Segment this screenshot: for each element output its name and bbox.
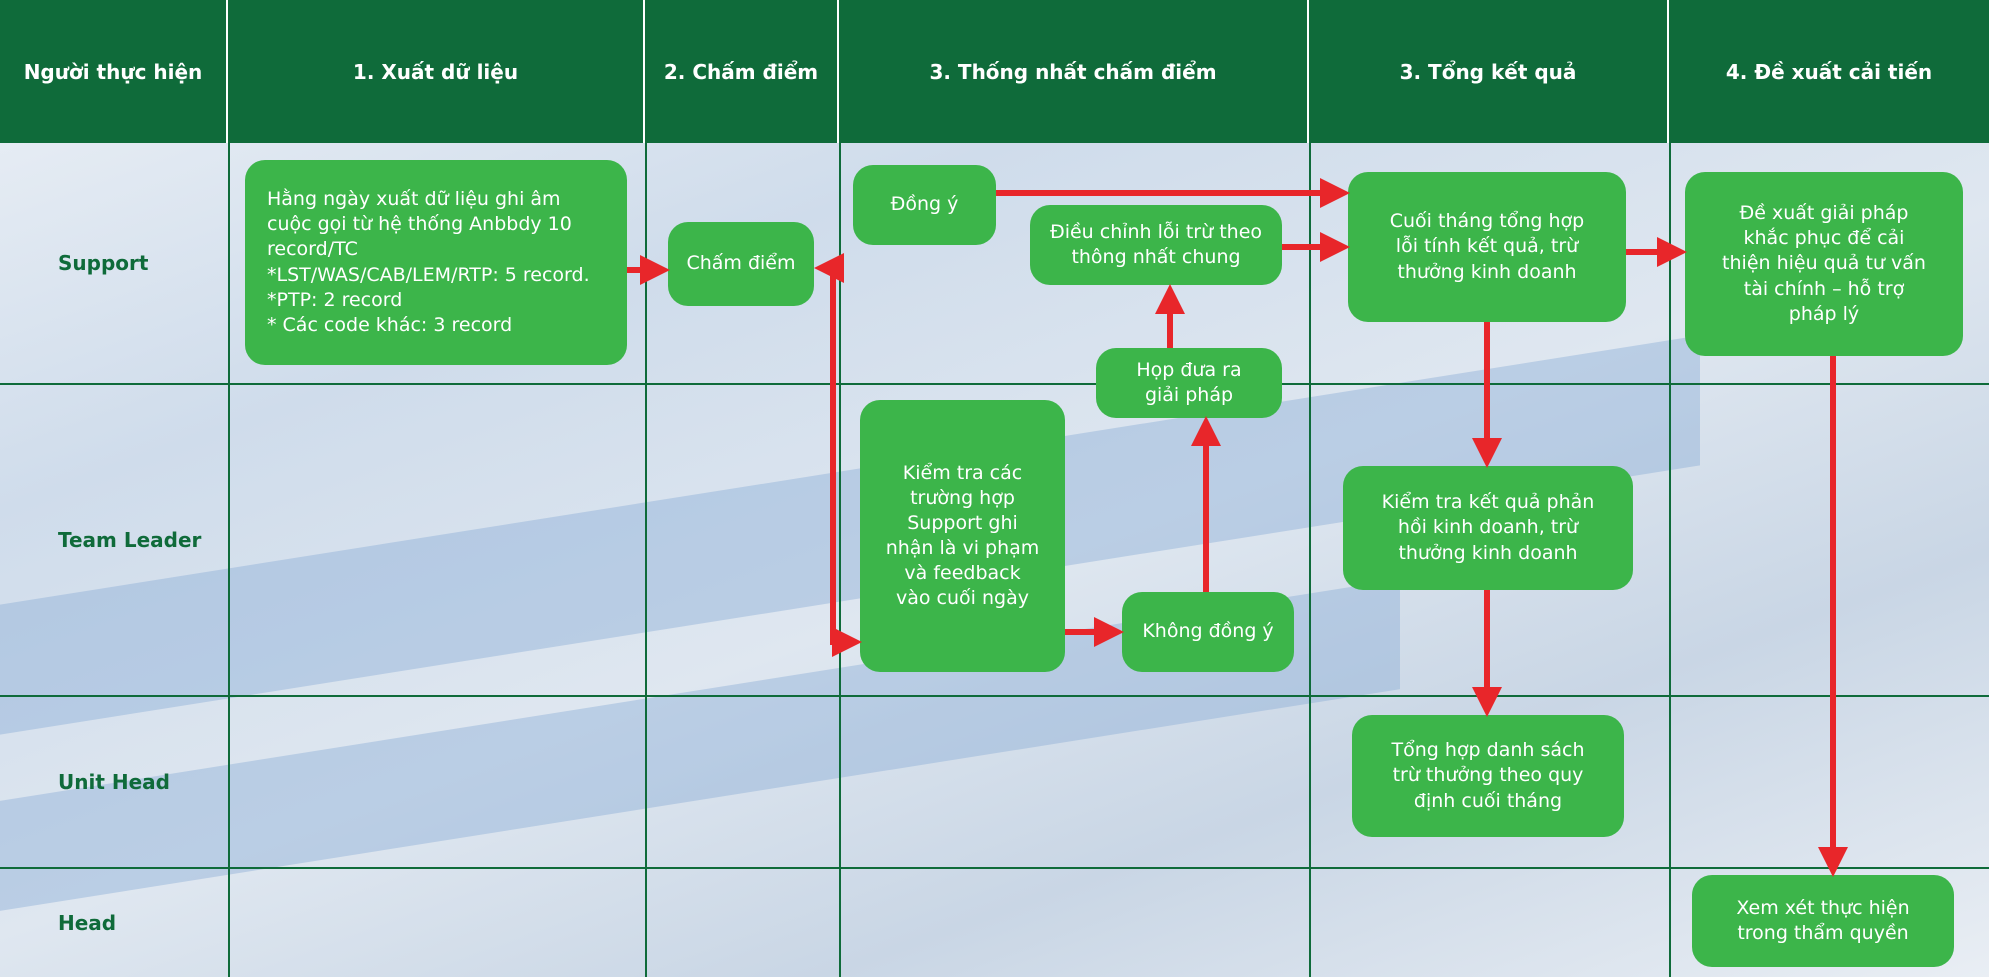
- row-divider: [0, 383, 1989, 385]
- box-adjust-errors: Điều chỉnh lỗi trừ theo thông nhất chung: [1030, 205, 1282, 285]
- column-divider: [1669, 143, 1671, 977]
- box-agree: Đồng ý: [853, 165, 996, 245]
- box-meeting-solution: Họp đưa ra giải pháp: [1096, 348, 1282, 418]
- column-divider: [645, 143, 647, 977]
- box-export-data: Hằng ngày xuất dữ liệu ghi âm cuộc gọi t…: [245, 160, 627, 365]
- header-role-column: Người thực hiện: [0, 0, 228, 143]
- header-step-2: 2. Chấm điểm: [645, 0, 839, 143]
- box-review-authority: Xem xét thực hiện trong thẩm quyền: [1692, 875, 1954, 967]
- column-divider: [1309, 143, 1311, 977]
- box-export-data-text: Hằng ngày xuất dữ liệu ghi âm cuộc gọi t…: [267, 188, 590, 336]
- row-label-team-leader: Team Leader: [58, 528, 202, 552]
- box-check-cases: Kiểm tra các trường hợp Support ghi nhận…: [860, 400, 1065, 672]
- row-label-unit-head: Unit Head: [58, 770, 170, 794]
- box-disagree: Không đồng ý: [1122, 592, 1294, 672]
- box-scoring: Chấm điểm: [668, 222, 814, 306]
- header-step-3b: 3. Tổng kết quả: [1309, 0, 1669, 143]
- header-step-3: 3. Thống nhất chấm điểm: [839, 0, 1309, 143]
- row-divider: [0, 695, 1989, 697]
- box-month-end-summary: Cuối tháng tổng hợp lỗi tính kết quả, tr…: [1348, 172, 1626, 322]
- arrow-scoring-to-check: [830, 268, 862, 657]
- box-propose-improvement: Đề xuất giải pháp khắc phục để cải thiện…: [1685, 172, 1963, 356]
- header-step-4: 4. Đề xuất cải tiến: [1669, 0, 1989, 143]
- row-divider: [0, 867, 1989, 869]
- row-label-head: Head: [58, 911, 117, 935]
- box-deduction-list: Tổng hợp danh sách trừ thưởng theo quy đ…: [1352, 715, 1624, 837]
- box-check-results: Kiểm tra kết quả phản hồi kinh doanh, tr…: [1343, 466, 1633, 590]
- column-divider: [228, 143, 230, 977]
- row-label-support: Support: [58, 251, 149, 275]
- header-step-1: 1. Xuất dữ liệu: [228, 0, 645, 143]
- column-divider: [839, 143, 841, 977]
